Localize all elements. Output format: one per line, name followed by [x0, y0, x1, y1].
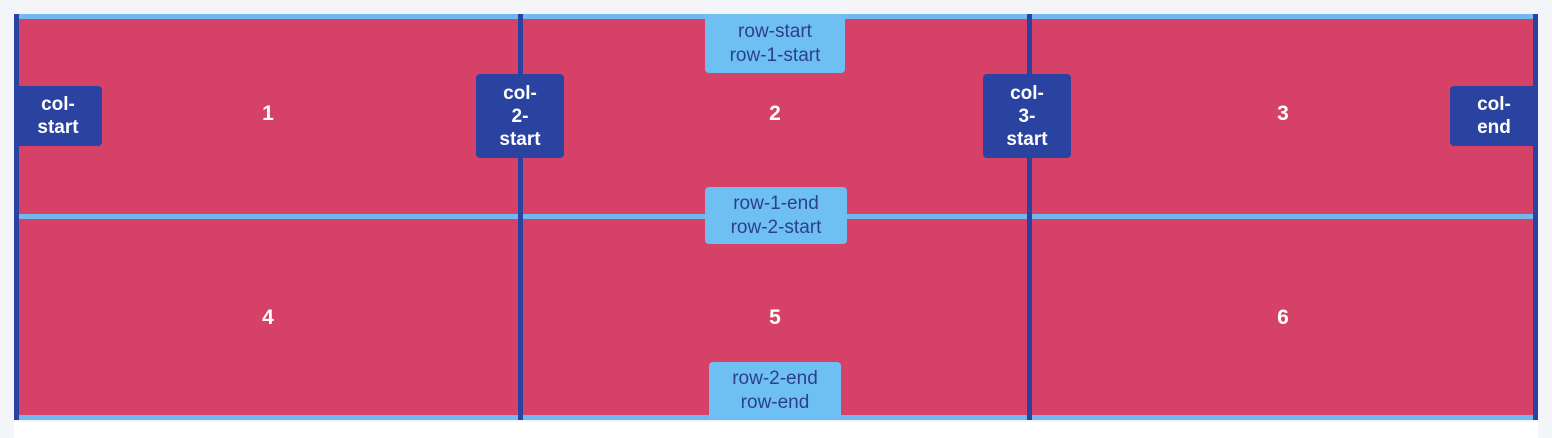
row-2-end-label: row-2-end row-end: [709, 362, 841, 420]
row-1-end-label-line: row-1-end: [733, 192, 819, 214]
col-3-start-label-line: col-: [1010, 82, 1044, 104]
col-line-2-start: [518, 14, 523, 420]
row-start-label-line: row-1-start: [729, 44, 821, 66]
col-2-start-label-line: 2-: [511, 105, 529, 127]
grid-cell-5: 5: [769, 306, 781, 329]
row-start-label: row-start row-1-start: [705, 14, 845, 73]
grid-cell-3: 3: [1277, 102, 1289, 125]
row-start-label-line: row-start: [738, 20, 812, 42]
grid-cell-4: 4: [262, 306, 274, 329]
row-1-end-label-line: row-2-start: [730, 216, 822, 238]
col-line-start: [14, 14, 19, 420]
col-2-start-label-line: start: [499, 128, 541, 150]
col-3-start-label: col- 3- start: [983, 74, 1071, 158]
col-end-label-line: col-: [1477, 94, 1511, 115]
col-start-label-line: col-: [41, 94, 75, 115]
col-end-label-line: end: [1477, 117, 1511, 138]
row-1-end-label: row-1-end row-2-start: [705, 187, 847, 244]
col-2-start-label-line: col-: [503, 82, 537, 104]
col-3-start-label-line: start: [1006, 128, 1048, 150]
row-2-end-label-line: row-2-end: [732, 368, 818, 389]
page-background-strip: [14, 422, 1538, 438]
col-3-start-label-line: 3-: [1018, 105, 1036, 127]
grid-cell-1: 1: [262, 102, 274, 125]
col-line-end: [1533, 14, 1538, 420]
col-start-label: col- start: [14, 86, 102, 146]
row-2-end-label-line: row-end: [740, 392, 810, 413]
col-end-label: col- end: [1450, 86, 1538, 146]
grid-cell-2: 2: [769, 102, 781, 125]
col-start-label-line: start: [37, 117, 79, 138]
col-line-3-start: [1027, 14, 1032, 420]
grid-cell-6: 6: [1277, 306, 1289, 329]
col-2-start-label: col- 2- start: [476, 74, 564, 158]
